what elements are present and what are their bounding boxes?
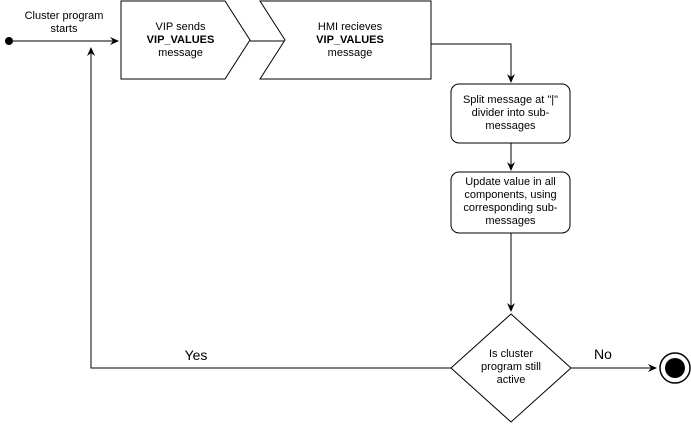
split-label: Split message at "|" divider into sub-me…: [462, 94, 559, 132]
vip-sends-line3: message: [158, 47, 203, 59]
edge-yes-loop: [87, 47, 451, 369]
end-node-inner: [665, 358, 685, 378]
vip-sends-shape: [120, 0, 251, 80]
hmi-receives-shape: [259, 0, 432, 80]
start-label: Cluster program starts: [24, 10, 104, 35]
hmi-receives-line2: VIP_VALUES: [316, 34, 384, 46]
vip-sends-line1: VIP sends: [155, 21, 206, 33]
hmi-receives-line1: HMI recieves: [317, 21, 383, 33]
edge-hmi-to-split: [431, 43, 515, 83]
start-node: [5, 37, 13, 45]
yes-label: Yes: [184, 347, 208, 363]
vip-sends-line2: VIP_VALUES: [146, 34, 215, 46]
decision-label: Is cluster program still active: [481, 348, 541, 386]
hmi-receives-line3: message: [327, 47, 373, 59]
hmi-receives-label: HMI recieves VIP_VALUES message: [290, 21, 410, 60]
vip-sends-label: VIP sends VIP_VALUES message: [121, 21, 240, 60]
no-label: No: [594, 346, 612, 362]
decision-shape: [450, 313, 572, 423]
update-label: Update value in all components, using co…: [463, 176, 558, 227]
